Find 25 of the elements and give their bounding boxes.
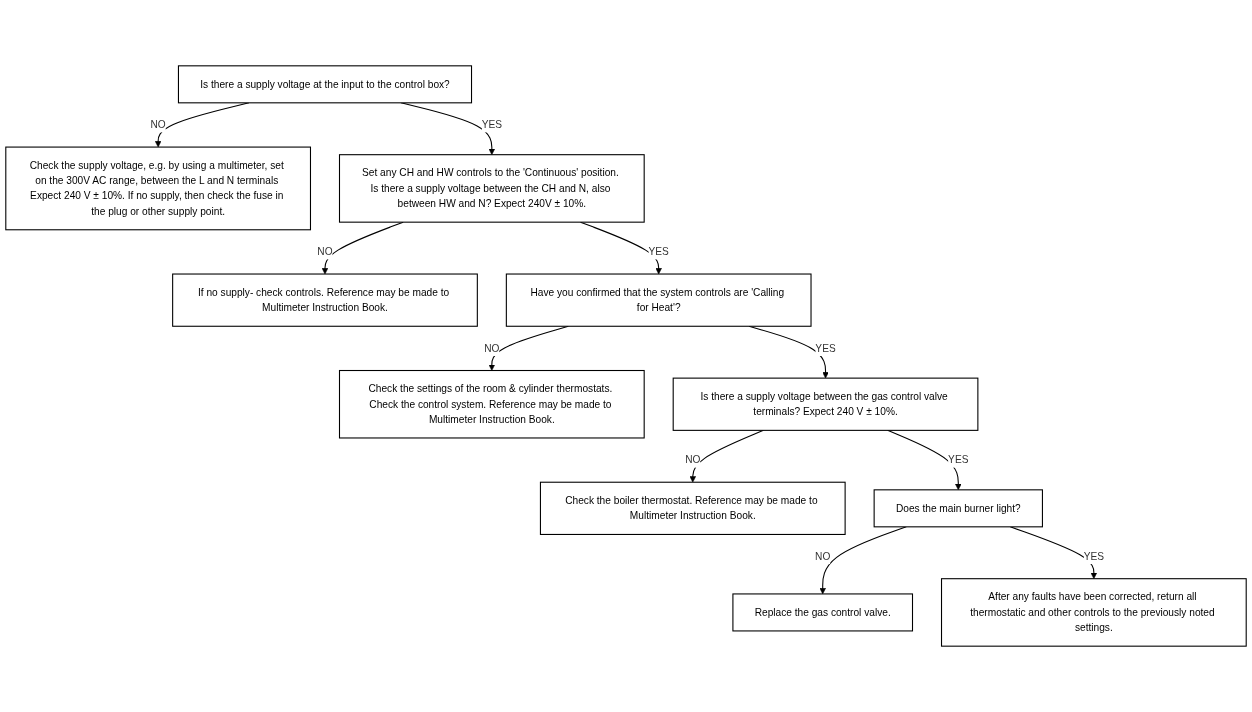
- arrow: [887, 429, 962, 491]
- node-box: Check the supply voltage, e.g. by using a multimeter, set on the 300V AC range, between the L and N terminals Expect 240 V ± 10%. If no supply, then check the fuse in the plug or other supply point.: [5, 146, 312, 231]
- edge-label: NO: [815, 550, 831, 563]
- node-box: Is there a supply voltage at the input to the control box?: [177, 65, 473, 104]
- edge-label: NO: [317, 245, 333, 258]
- edge-label: YES: [815, 342, 836, 354]
- node-box: Check the boiler thermostat. Reference may be made to Multimeter Instruction Book.: [539, 481, 846, 535]
- node-box: Is there a supply voltage between the gas control valve terminals? Expect 240 V ± 10%.: [672, 377, 979, 431]
- edge-label: NO: [150, 118, 166, 131]
- node-box: Does the main burner light?: [873, 489, 1043, 528]
- edge-label: YES: [1083, 550, 1105, 563]
- edge-label: YES: [481, 118, 502, 131]
- node-box: After any faults have been corrected, return all thermostatic and other controls to the previously noted settings.: [940, 578, 1247, 647]
- node-box: Replace the gas control valve.: [732, 593, 914, 632]
- node-box: Check the settings of the room & cylinder thermostats. Check the control system. Reference may be made to Multimeter Instruction Book.: [338, 369, 645, 439]
- arrow: [1009, 526, 1098, 579]
- node-box: Set any CH and HW controls to the 'Continuous' position. Is there a supply voltage between the CH and N, also between HW and N? Expect 240V ± 10%.: [338, 154, 645, 223]
- edge-label: YES: [648, 245, 669, 258]
- arrow: [819, 526, 907, 595]
- node-box: Have you confirmed that the system controls are 'Calling for Heat'?: [505, 273, 812, 327]
- arrow: [689, 429, 764, 483]
- edge-label: NO: [685, 453, 701, 466]
- edge-label: NO: [484, 342, 500, 354]
- node-box: If no supply- check controls. Reference may be made to Multimeter Instruction Book.: [172, 273, 478, 327]
- edge-label: YES: [948, 453, 969, 466]
